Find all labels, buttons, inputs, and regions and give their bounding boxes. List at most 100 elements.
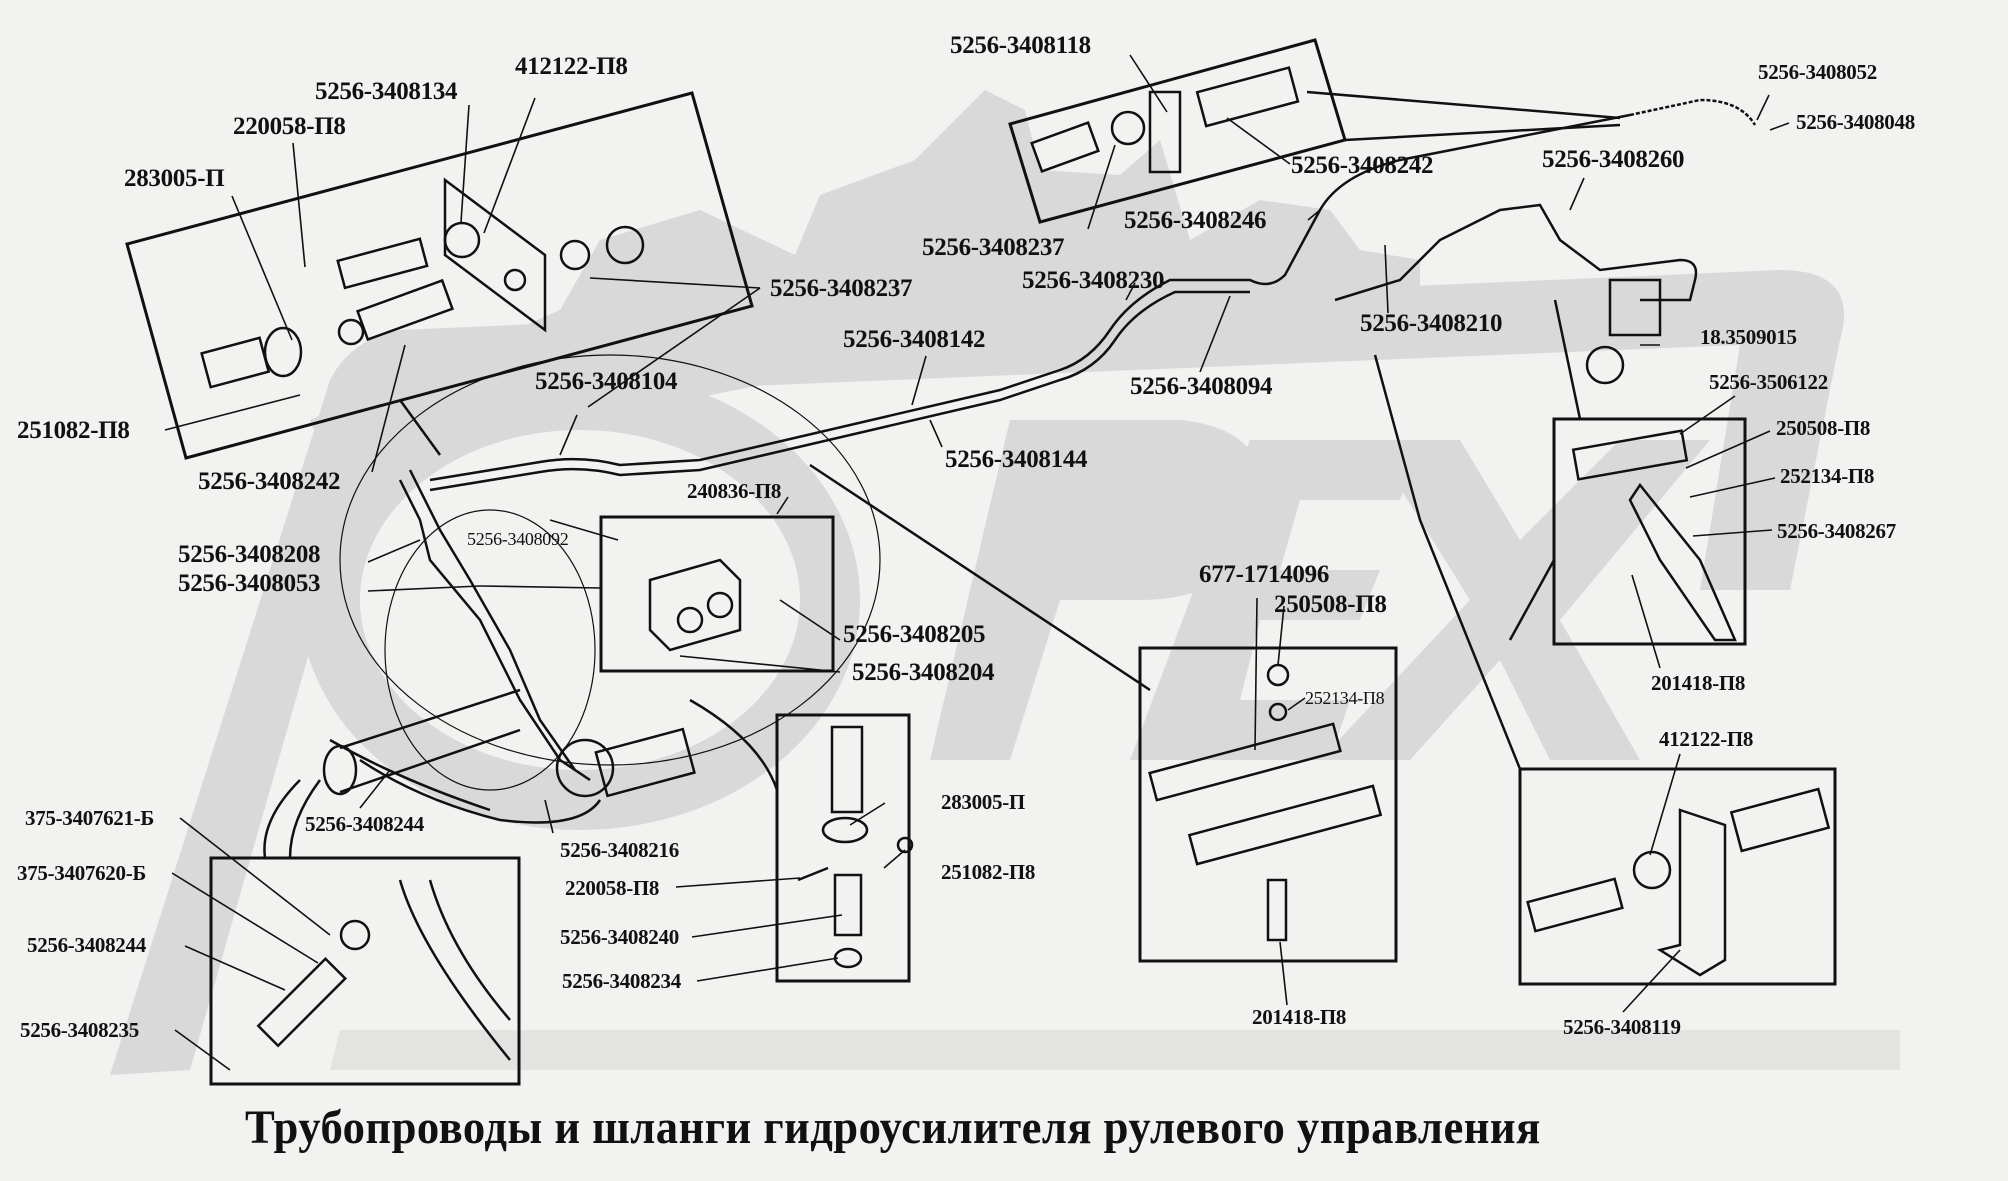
leader-line <box>1254 597 1258 751</box>
part-fitting <box>833 873 863 937</box>
part-label: 5256-3408094 <box>1130 373 1273 400</box>
part-nut <box>896 836 914 854</box>
leader-line <box>483 97 536 234</box>
part-label: 251082-П8 <box>941 860 1036 884</box>
part-screw <box>797 866 829 882</box>
leader-line <box>171 872 319 964</box>
part-label: 5256-3408244 <box>27 933 146 957</box>
part-hose-2 <box>200 336 271 389</box>
part-hose-a <box>1148 722 1342 802</box>
part-label: 220058-П8 <box>233 113 346 140</box>
detail-box-left-lower <box>209 856 521 1086</box>
detail-box-right-lower <box>1518 767 1837 986</box>
part-plate <box>1628 482 1737 642</box>
part-label: 412122-П8 <box>1659 727 1754 751</box>
leader-line <box>589 277 761 289</box>
part-washer <box>833 947 863 969</box>
part-bracket-plate <box>443 177 547 333</box>
leader-line <box>911 355 927 406</box>
leader-line <box>883 849 906 869</box>
leader-line <box>1199 295 1231 373</box>
leader-line <box>1087 144 1116 230</box>
part-valve <box>1608 278 1662 337</box>
part-label: 677-1714096 <box>1199 561 1330 588</box>
leader-line <box>1769 122 1790 131</box>
leader-line <box>1631 574 1661 669</box>
part-fitting <box>1030 121 1100 173</box>
part-label: 5256-3506122 <box>1709 370 1828 394</box>
leader-line <box>559 414 578 456</box>
part-nut-3 <box>605 225 645 265</box>
part-bracket <box>1148 90 1182 174</box>
part-label: 5256-3408230 <box>1022 267 1165 294</box>
part-bolt <box>1266 878 1288 942</box>
part-hose-b <box>1187 784 1383 866</box>
leader-line <box>1756 94 1770 121</box>
circle-callout-small <box>384 509 596 791</box>
leader-line <box>929 419 943 448</box>
leader-line <box>367 539 421 563</box>
leader-line <box>367 585 481 592</box>
leader-line <box>544 799 554 834</box>
part-label: 5256-3408104 <box>535 368 678 395</box>
detail-box-middle-tall <box>775 713 911 983</box>
part-label: 5256-3408205 <box>843 621 986 648</box>
pipelines <box>200 66 1831 1061</box>
leader-line <box>1685 430 1771 469</box>
part-label: 5256-3408246 <box>1124 207 1267 234</box>
leader-line <box>1692 529 1773 537</box>
part-label: 5256-3408235 <box>20 1018 139 1042</box>
leader-line <box>587 287 761 408</box>
part-nut <box>1266 663 1290 687</box>
pipe-branch <box>1334 203 1698 302</box>
callout-line <box>1373 354 1522 770</box>
part-nut <box>443 221 481 259</box>
leader-line <box>460 104 470 223</box>
part-label: 5256-3408216 <box>560 838 679 862</box>
part-clamp-block <box>648 558 742 652</box>
part-label: 5256-3408208 <box>178 541 321 568</box>
part-nut <box>1632 850 1672 890</box>
callout-line <box>1306 90 1621 142</box>
leader-line <box>1125 282 1136 301</box>
watermark-letter-e <box>1130 440 1420 760</box>
leader-line <box>371 344 406 473</box>
detail-box-top-left <box>125 91 754 460</box>
callout-line <box>263 779 322 859</box>
part-label: 250508-П8 <box>1274 591 1387 618</box>
part-label: 5256-3408240 <box>560 925 679 949</box>
page-title: Трубопроводы и шланги гидроусилителя рул… <box>245 1101 1541 1154</box>
part-label: 250508-П8 <box>1776 416 1871 440</box>
leader-line <box>696 957 839 982</box>
steering-gear-body <box>594 727 696 798</box>
leader-line <box>1689 477 1776 498</box>
part-label: 252134-П8 <box>1780 464 1875 488</box>
part-clamp <box>821 816 869 844</box>
leader-line <box>1569 177 1585 211</box>
part-label: 5256-3408242 <box>1291 152 1434 179</box>
leader-line <box>849 802 886 826</box>
part-nut <box>339 919 371 951</box>
part-hose-vertical <box>830 725 864 814</box>
part-label: 5256-3408048 <box>1796 110 1915 134</box>
part-label: 251082-П8 <box>17 417 130 444</box>
leader-line <box>1277 605 1285 666</box>
part-label: 5256-3408260 <box>1542 146 1685 173</box>
part-threaded <box>355 278 455 342</box>
part-label: 220058-П8 <box>565 876 660 900</box>
part-fitting-left <box>1526 877 1624 933</box>
steering-arm-2 <box>408 469 577 771</box>
leader-line <box>1129 54 1168 113</box>
leader-line <box>691 914 843 938</box>
hose-upper-right <box>1629 98 1757 126</box>
steering-arm <box>398 479 591 782</box>
callout-line <box>398 399 442 456</box>
part-hole <box>503 268 527 292</box>
callout-line <box>689 698 779 791</box>
leader-line <box>179 817 331 936</box>
watermark-letter-o <box>300 370 860 830</box>
leader-lines <box>164 54 1790 1071</box>
leader-line <box>359 769 391 809</box>
part-nut <box>1110 110 1146 146</box>
